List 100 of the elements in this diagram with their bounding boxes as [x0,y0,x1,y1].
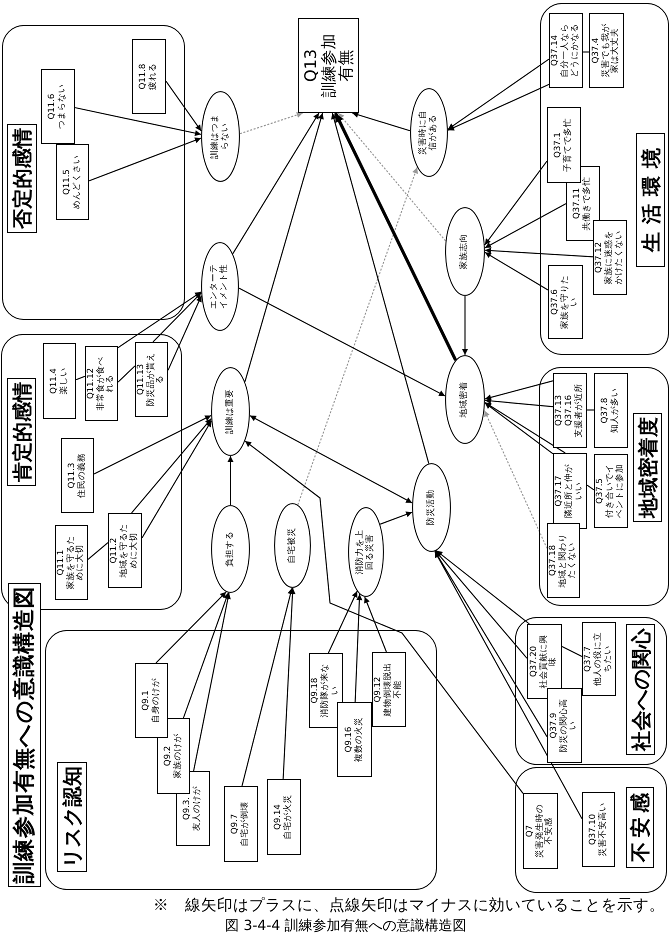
arrow [232,112,320,254]
arrow [338,112,446,242]
question-box: Q11.2 地域を守るために大切 [108,513,142,588]
question-box: Q7 災害発生時の不安感 [523,793,558,869]
arrow [434,551,548,737]
arrow [436,550,530,624]
question-box: Q11.6 つまらない [41,69,75,144]
figure-caption: 図 3-4-4 訓練参加有無への意識構造図 [225,919,467,934]
arrow [228,456,234,505]
connector-line [586,484,594,490]
factor-ellipse: 災害時に自信がある [410,88,448,177]
arrow [250,415,412,504]
arrow [118,291,202,348]
arrow [168,296,202,371]
question-box: Q37.1 子育てで多忙 [547,107,581,183]
group-heading: 生活環境 [636,133,665,267]
group-heading: 肯定的感情 [7,378,36,486]
group-frame [515,767,667,893]
arrow [193,592,231,772]
arrow [297,167,418,505]
arrow [241,588,294,786]
question-box: Q37.8 知人が多い [594,373,628,448]
group-frame [540,3,669,355]
question-box: Q37.9 防災の関心高い [547,688,582,763]
question-box: Q37.6 家族を守りたい [548,265,583,339]
group-frame [515,617,667,765]
factor-ellipse: 訓練は重要 [211,367,250,456]
question-box: Q11.8 疲れる [132,39,166,114]
group-heading: 地域密着度 [633,413,662,522]
connector-line [587,409,594,411]
question-box: Q9.14 自宅が火災 [267,779,301,855]
diagram-title: 訓練参加有無への意識構造図 [8,583,41,887]
arrow [240,112,303,134]
arrow [484,402,554,454]
question-box: Q11.5 めんどくさい [56,144,89,220]
arrow [484,380,554,400]
arrow [484,248,594,258]
arrow [484,410,548,549]
question-box: Q11.13 防災品が貰える [135,342,168,417]
question-box: Q9.12 建物倒壊脱出不能 [372,652,406,727]
arrow [354,594,362,702]
connector-line [562,646,582,657]
question-box: Q9.16 複数の火災 [337,702,372,777]
question-box: Q9.18 消防隊が来ない [309,653,343,728]
arrow [364,596,387,652]
factor-ellipse: 家族志向 [445,207,485,296]
arrow [282,588,296,780]
question-box: Q37.4 災害でも我が家は大丈夫 [589,13,624,88]
question-box: Q37.10 災害不安高い [582,792,615,867]
arrow [462,296,468,355]
outcome-box: Q13 訓練参加有無 [298,18,359,113]
arrow [448,84,550,131]
factor-ellipse: 負担する [211,505,250,593]
group-frame [2,25,185,320]
factor-ellipse: 消防力を上回る災害 [348,507,384,597]
factor-ellipse: 地域密着 [445,355,485,444]
arrow [142,420,212,538]
group-frame [539,367,669,606]
question-box: Q37.12 家族に迷惑をかけたくない [593,220,627,295]
arrow [448,58,550,130]
question-box: Q11.1 家族を守るために大切 [55,525,88,600]
question-box: Q37.14 自分一人ならどうにかなる [549,13,583,88]
question-box: Q9.1 自身のけが [135,663,168,738]
group-heading: 否定的感情 [7,124,37,233]
arrow [156,592,227,664]
arrow [380,512,412,525]
factor-ellipse: エンターテイメント性 [201,242,239,331]
question-box: Q37.17 隣近所と仲がいい [553,453,587,529]
group-frame [45,630,437,890]
question-box: Q37.7 他人の役に立ちたい [582,622,616,696]
factor-ellipse: 自宅被災 [274,503,311,588]
arrow [484,398,554,408]
question-box: Q9.7 自宅が倒壊 [224,786,258,862]
footnote: ※ 線矢印はプラスに、点線矢印はマイナスに効いていることを示す。 [153,897,665,914]
question-box: Q37.18 地域と関わりたくない [547,523,580,598]
arrow [74,107,202,136]
connector-line [583,51,589,53]
arrow [484,402,566,454]
arrow [328,590,358,654]
arrow [434,551,582,819]
question-box: Q11.3 住民の義務 [61,438,94,513]
arrow [152,292,202,342]
arrow [484,252,548,290]
connector-line [88,542,108,560]
group-frame [1,334,182,610]
group-heading: 社会への関心 [626,624,655,755]
arrow [131,418,212,514]
arrow [88,137,202,182]
arrow [331,112,430,464]
factor-ellipse: 訓練はつまらない [201,91,240,182]
connector-line [118,365,136,383]
arrow [435,550,528,659]
arrow [182,592,230,718]
factor-ellipse: 防災活動 [412,463,451,552]
group-heading: リスク認知 [57,762,87,872]
question-box: Q37.13 Q37.16 支援者が近所 [553,373,587,448]
arrow [238,288,446,396]
question-box: Q11.4 楽しい [43,343,76,419]
question-box: Q11.12 非常食が食べれる [85,346,118,421]
arrow [94,414,212,474]
